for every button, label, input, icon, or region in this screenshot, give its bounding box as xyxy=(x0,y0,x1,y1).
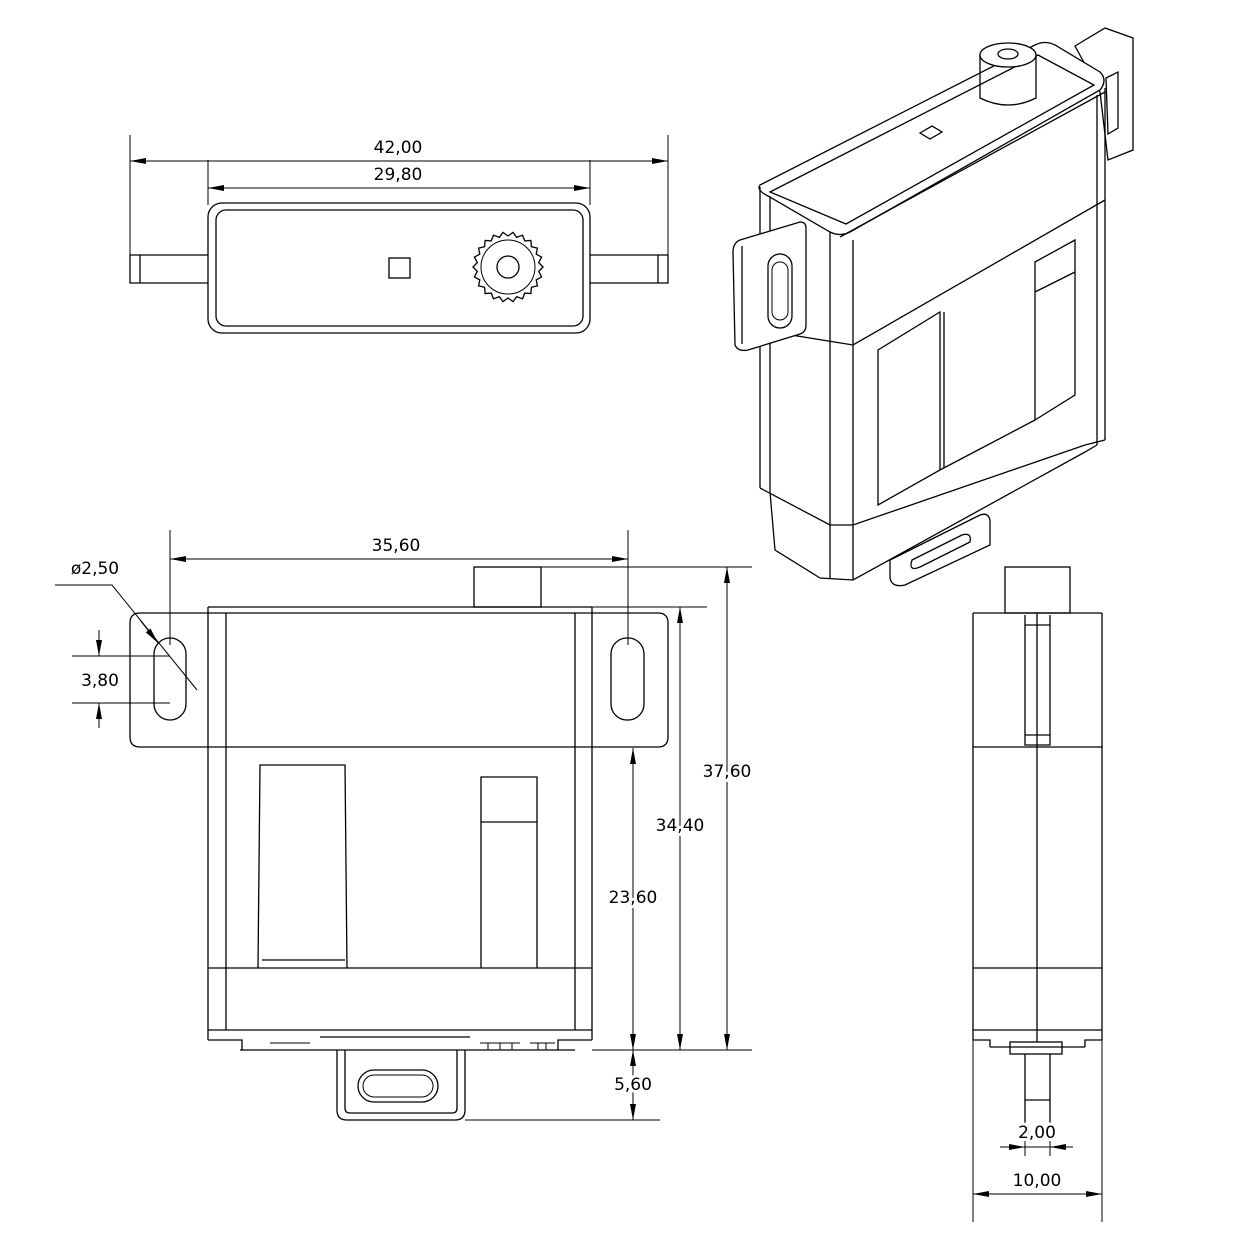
output-gear-top xyxy=(979,42,1037,68)
bottom-mount-slot xyxy=(910,533,971,570)
output-gear xyxy=(473,566,542,608)
back-mount-flange-slot xyxy=(1105,70,1119,136)
case-top-recess xyxy=(1024,615,1051,746)
case-outline xyxy=(207,202,591,334)
top-view: 42,00 29,80 xyxy=(129,135,669,334)
case-bottom-edge xyxy=(769,444,1098,581)
case-top-rim xyxy=(768,54,1096,225)
case-recess-right xyxy=(480,776,538,968)
label-slot-length: 3,80 xyxy=(81,671,119,691)
leader-arrow-hole-diameter xyxy=(139,619,159,644)
left-flange xyxy=(129,254,208,284)
bottom-mount-flange xyxy=(336,1050,466,1121)
label-lower-height: 23,60 xyxy=(609,888,658,908)
case-bottom-feet xyxy=(208,1036,592,1051)
left-mount-slot xyxy=(767,253,793,329)
label-body-width: 29,80 xyxy=(374,165,423,185)
case-recess-left xyxy=(257,764,348,969)
label-hole-diameter: ø2,50 xyxy=(71,559,119,579)
label-depth: 10,00 xyxy=(1013,1171,1062,1191)
label-total-height: 37,60 xyxy=(703,762,752,782)
side-recess-right xyxy=(1034,238,1076,422)
output-gear xyxy=(472,231,544,303)
shaft-base-plate xyxy=(1009,1041,1063,1055)
bottom-mount-slot-inner xyxy=(362,1074,434,1098)
indicator-square xyxy=(388,257,411,279)
isometric-view xyxy=(732,27,1134,587)
bottom-mount-flange xyxy=(889,513,991,587)
case-band-lines xyxy=(208,746,592,1031)
case-bottom-connectors xyxy=(270,1042,555,1050)
label-bottom-tab: 5,60 xyxy=(614,1075,652,1095)
output-gear-root xyxy=(480,239,536,295)
side-recess-left xyxy=(877,310,945,507)
case-lid-outline xyxy=(215,209,584,327)
case-band-lower xyxy=(759,439,1106,526)
case-band-lines xyxy=(973,746,1102,1031)
left-mount-slot-inner xyxy=(771,261,789,321)
label-overall-width: 42,00 xyxy=(374,138,423,158)
label-case-height: 34,40 xyxy=(656,816,705,836)
case-right-face xyxy=(839,88,1106,445)
case-outline xyxy=(207,606,593,1040)
leader-hole-diameter xyxy=(55,584,198,691)
output-shaft xyxy=(1024,1054,1051,1135)
label-shaft-width: 2,00 xyxy=(1018,1123,1056,1143)
side-view: 2,00 10,00 xyxy=(972,566,1103,1222)
left-mount-flange xyxy=(129,612,208,748)
left-mount-flange xyxy=(732,221,807,352)
output-gear-hub xyxy=(997,48,1019,60)
output-gear-cylinder xyxy=(979,54,1037,106)
left-mount-slot xyxy=(153,637,187,721)
bottom-mount-slot xyxy=(357,1069,439,1103)
output-gear xyxy=(1004,566,1071,614)
right-flange xyxy=(590,254,669,284)
case-bottom-feet xyxy=(973,1039,1102,1048)
label-mount-spacing: 35,60 xyxy=(372,536,421,556)
top-indicator-square xyxy=(918,125,944,140)
output-gear-hub xyxy=(496,255,520,279)
right-mount-slot xyxy=(610,637,645,721)
front-view: 35,60 ø2,50 3,80 37, xyxy=(55,530,754,1121)
right-mount-flange xyxy=(592,612,669,748)
side-recess-link xyxy=(939,419,1036,471)
